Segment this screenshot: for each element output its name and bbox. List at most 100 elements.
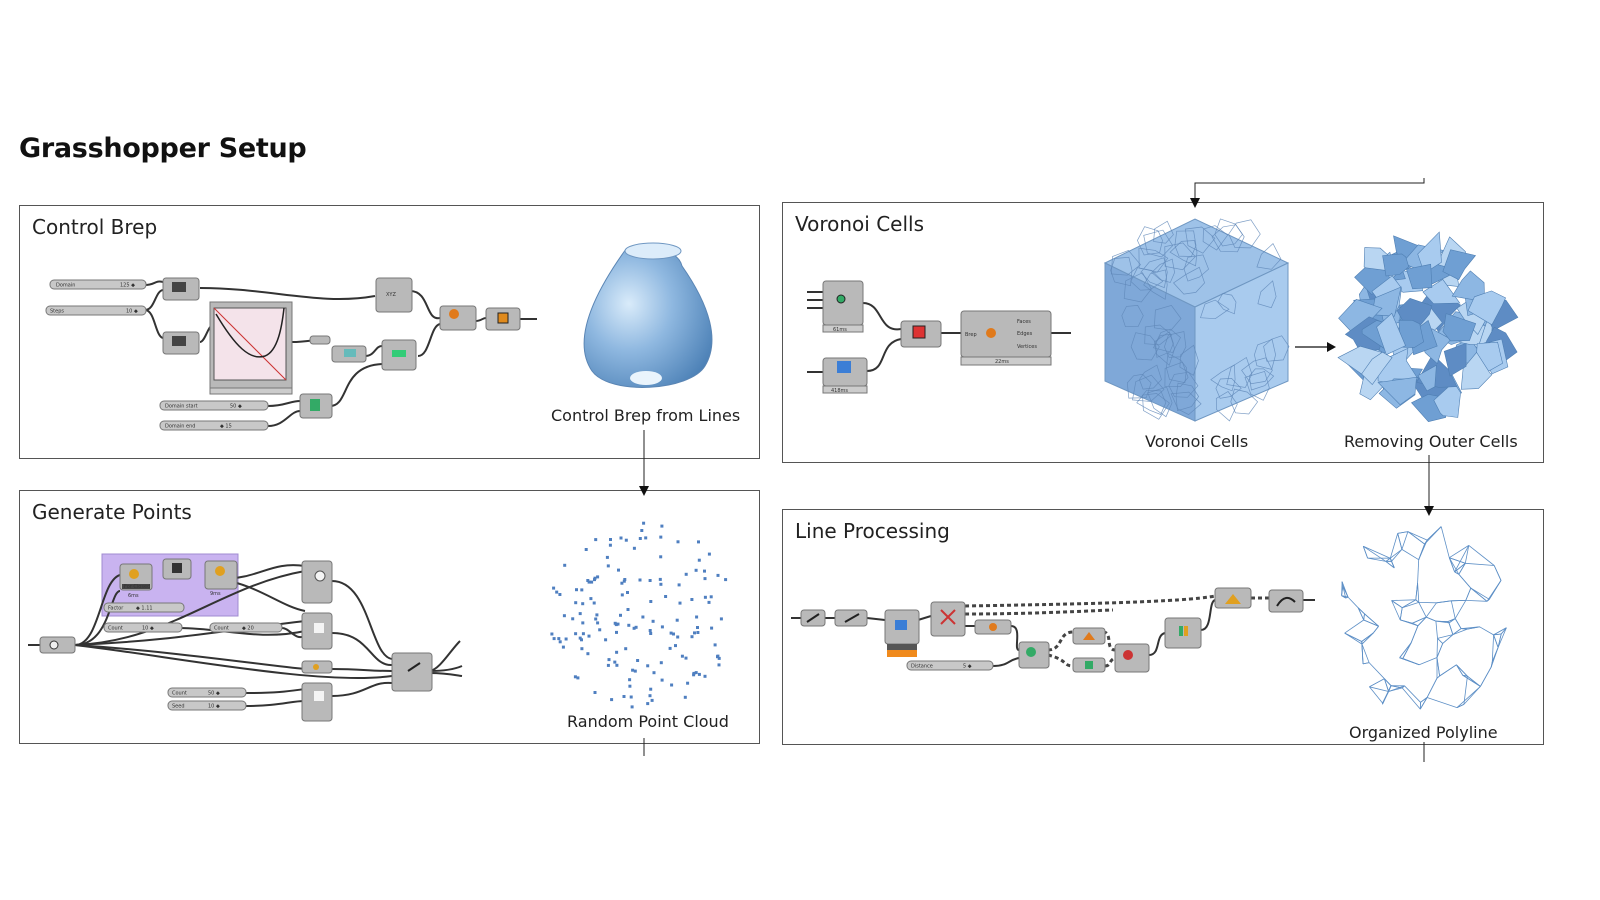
gh-node-plane[interactable] [381, 339, 417, 371]
cloud-point [658, 577, 662, 581]
svg-text:61ms: 61ms [833, 327, 847, 333]
cloud-point [709, 595, 713, 599]
svg-text:10 ◆: 10 ◆ [208, 704, 220, 710]
gh-node-sort[interactable] [1114, 643, 1150, 673]
polyline-segment [1362, 662, 1370, 665]
cloud-point [660, 678, 664, 682]
gh-node-series[interactable] [331, 345, 367, 363]
cloud-point [649, 600, 653, 603]
graph-mapper[interactable] [209, 301, 293, 395]
cloud-point [580, 638, 583, 642]
gh-node-deconstruct-brep[interactable]: Brep Faces Edges Vertices 22ms [960, 310, 1052, 366]
slider-distance[interactable]: Distance 5 ◆ [906, 660, 994, 671]
polyline-segment [1341, 585, 1344, 596]
gh-node-stream-filter[interactable] [391, 652, 433, 692]
cloud-point [670, 683, 674, 687]
gh-node-cull[interactable] [900, 320, 942, 348]
svg-text:6ms: 6ms [128, 593, 139, 599]
slider-domain-end[interactable]: Domain end ◆ 15 [159, 420, 269, 431]
polyline-segment [1436, 675, 1440, 679]
cloud-point [696, 626, 699, 629]
polyline-segment [1399, 607, 1403, 620]
gh-node-polyline-a[interactable] [1214, 587, 1252, 609]
gh-node-cap[interactable] [485, 307, 521, 331]
cloud-point [630, 705, 634, 709]
gh-node-curve-param[interactable] [800, 609, 826, 627]
cloud-point [659, 555, 663, 559]
cloud-point [632, 546, 636, 550]
cloud-point [633, 669, 637, 673]
polyline-segment [1344, 632, 1362, 642]
svg-text:Domain start: Domain start [165, 404, 198, 410]
outer-cell [1337, 345, 1383, 375]
polyline-segment [1399, 657, 1403, 659]
polyline-segment [1415, 582, 1418, 600]
polyline-segment [1384, 678, 1389, 692]
cloud-point [610, 698, 614, 702]
gh-node-voronoi-3d[interactable]: 61ms [822, 280, 864, 333]
gh-node-polyline-b[interactable] [1268, 589, 1304, 613]
polyline-segment [1454, 618, 1462, 629]
gh-node-join-a[interactable] [1072, 627, 1106, 645]
cloud-point [640, 529, 644, 532]
gh-node-join-b[interactable] [1072, 657, 1106, 673]
gh-node-remove-dup[interactable] [1018, 641, 1050, 669]
slider-domain-start[interactable]: Domain start 50 ◆ [159, 400, 269, 411]
gh-node-brep-param[interactable] [39, 636, 76, 654]
slider-domain[interactable]: Domain 125 ◆ [49, 279, 147, 290]
polyline-segment [1436, 643, 1444, 658]
gh-node-loft[interactable] [439, 305, 477, 331]
slider-count-3[interactable]: Count 50 ◆ [167, 687, 247, 698]
gh-node-construct-point[interactable]: XYZ [375, 277, 413, 313]
polyline-segment [1456, 664, 1468, 677]
gh-node-populate-d[interactable] [301, 682, 333, 722]
slider-count-2[interactable]: Count ◆ 20 [209, 622, 283, 633]
slider-factor[interactable]: Factor ◆ 1.11 [103, 602, 185, 613]
gh-node-range-2[interactable] [162, 331, 200, 355]
polyline-segment [1357, 607, 1365, 615]
gh-node-scale[interactable] [162, 558, 192, 580]
gh-node-tolerance[interactable] [974, 619, 1012, 635]
gh-node-graph[interactable] [1164, 617, 1202, 649]
outer-cell [1460, 351, 1493, 390]
slider-steps[interactable]: Steps 10 ◆ [45, 305, 147, 316]
svg-text:9ms: 9ms [210, 591, 221, 597]
polyline-segment [1372, 625, 1379, 634]
slider-count-1[interactable]: Count 10 ◆ [103, 622, 183, 633]
voronoi-cell [1144, 324, 1173, 346]
cloud-point [616, 622, 620, 626]
gh-node-populate-b[interactable] [301, 612, 333, 650]
cloud-point [606, 663, 610, 667]
gh-node-bounding-box[interactable]: For Closed 6ms [119, 563, 153, 599]
polyline-segment [1363, 545, 1387, 562]
cloud-point [607, 658, 611, 662]
voronoi-cell [1168, 371, 1199, 398]
polyline-segment [1437, 638, 1443, 644]
polyline-segment [1480, 666, 1492, 687]
gh-node-populate-a[interactable] [301, 560, 333, 604]
polyline-segment [1407, 531, 1425, 545]
caption-removing-outer-cells: Removing Outer Cells [1344, 432, 1518, 451]
polyline-segment [1418, 539, 1428, 560]
gh-node-line[interactable] [834, 609, 868, 627]
gh-node-populate-c[interactable] [301, 660, 333, 674]
voronoi-cell [1132, 374, 1165, 402]
gh-node-populate-3d[interactable]: 418ms [822, 357, 868, 394]
voronoi-cell [1151, 258, 1175, 283]
gh-node-shatter[interactable] [930, 601, 966, 637]
slider-seed[interactable]: Seed 10 ◆ [167, 700, 247, 711]
polyline-segment [1384, 678, 1392, 686]
cloud-point [683, 695, 687, 699]
gh-node-toggle[interactable] [309, 335, 331, 345]
gh-node-range-1[interactable] [162, 277, 200, 301]
gh-node-domain[interactable] [299, 393, 333, 419]
cloud-point [624, 538, 628, 542]
gh-node-populate-box[interactable]: 9ms [204, 560, 238, 597]
gh-node-collapse[interactable] [884, 609, 920, 657]
cloud-point [660, 524, 664, 528]
cloud-point [674, 644, 677, 648]
polyline-segment [1465, 562, 1495, 566]
caption-generate-points: Random Point Cloud [567, 712, 729, 731]
cloud-point [703, 595, 707, 599]
polyline-segment [1464, 545, 1470, 564]
